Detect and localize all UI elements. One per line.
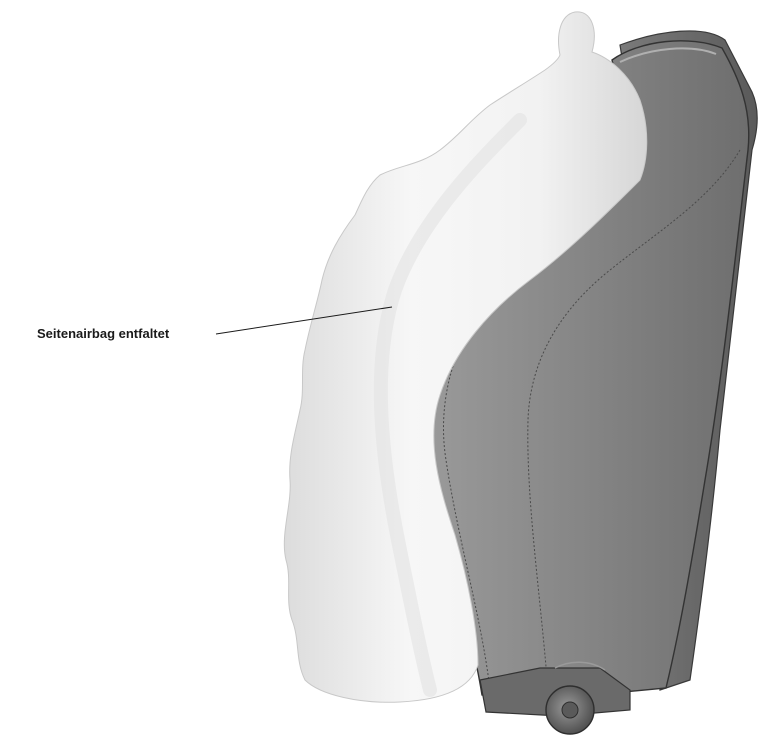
recline-knob-hub xyxy=(562,702,578,718)
callout-label: Seitenairbag entfaltet xyxy=(37,326,169,341)
